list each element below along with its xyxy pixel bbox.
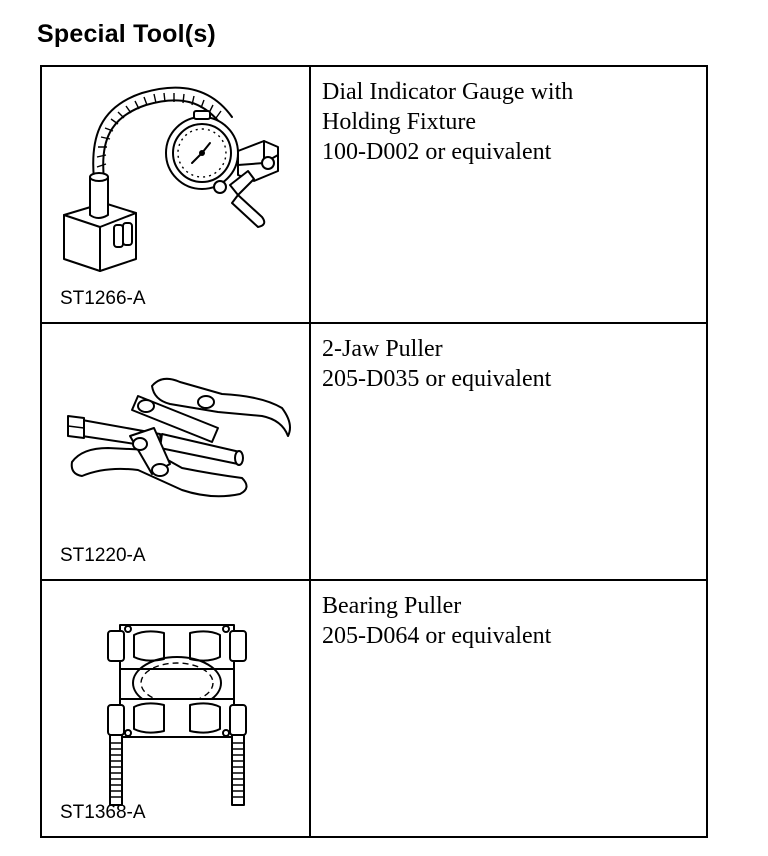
tool-number: 205-D035 or equivalent — [322, 366, 552, 392]
tool-code: ST1220-A — [60, 545, 146, 566]
tool-row: ST1266-A Dial Indicator Gauge with Holdi… — [40, 65, 708, 324]
dial-indicator-icon — [63, 86, 279, 272]
tool-number: 100-D002 or equivalent — [322, 139, 552, 165]
page-title: Special Tool(s) — [37, 20, 216, 48]
tool-name: 2-Jaw Puller — [322, 336, 443, 362]
tool-name: Bearing Puller — [322, 593, 462, 619]
tool-description: Bearing Puller 205-D064 or equivalent — [311, 581, 706, 651]
tool-description: Dial Indicator Gauge with Holding Fixtur… — [311, 67, 706, 167]
tool-name: Dial Indicator Gauge with — [322, 79, 574, 105]
tool-description: 2-Jaw Puller 205-D035 or equivalent — [311, 324, 706, 394]
tool-image-cell: ST1266-A — [40, 65, 311, 324]
tool-name: Holding Fixture — [322, 109, 476, 135]
tool-image-cell: ST1368-A — [40, 579, 311, 838]
tool-row: ST1368-A Bearing Puller 205-D064 or equi… — [40, 579, 708, 838]
tool-code: ST1266-A — [60, 288, 146, 309]
tool-row: ST1220-A 2-Jaw Puller 205-D035 or equiva… — [40, 322, 708, 581]
tool-description-cell: Dial Indicator Gauge with Holding Fixtur… — [309, 65, 708, 324]
jaw-puller-icon — [67, 377, 291, 498]
tool-number: 205-D064 or equivalent — [322, 623, 552, 649]
bearing-puller-icon — [107, 624, 247, 806]
tool-description-cell: Bearing Puller 205-D064 or equivalent — [309, 579, 708, 838]
tool-image-cell: ST1220-A — [40, 322, 311, 581]
tool-code: ST1368-A — [60, 802, 146, 823]
special-tools-table: ST1266-A Dial Indicator Gauge with Holdi… — [40, 65, 708, 838]
tool-description-cell: 2-Jaw Puller 205-D035 or equivalent — [309, 322, 708, 581]
